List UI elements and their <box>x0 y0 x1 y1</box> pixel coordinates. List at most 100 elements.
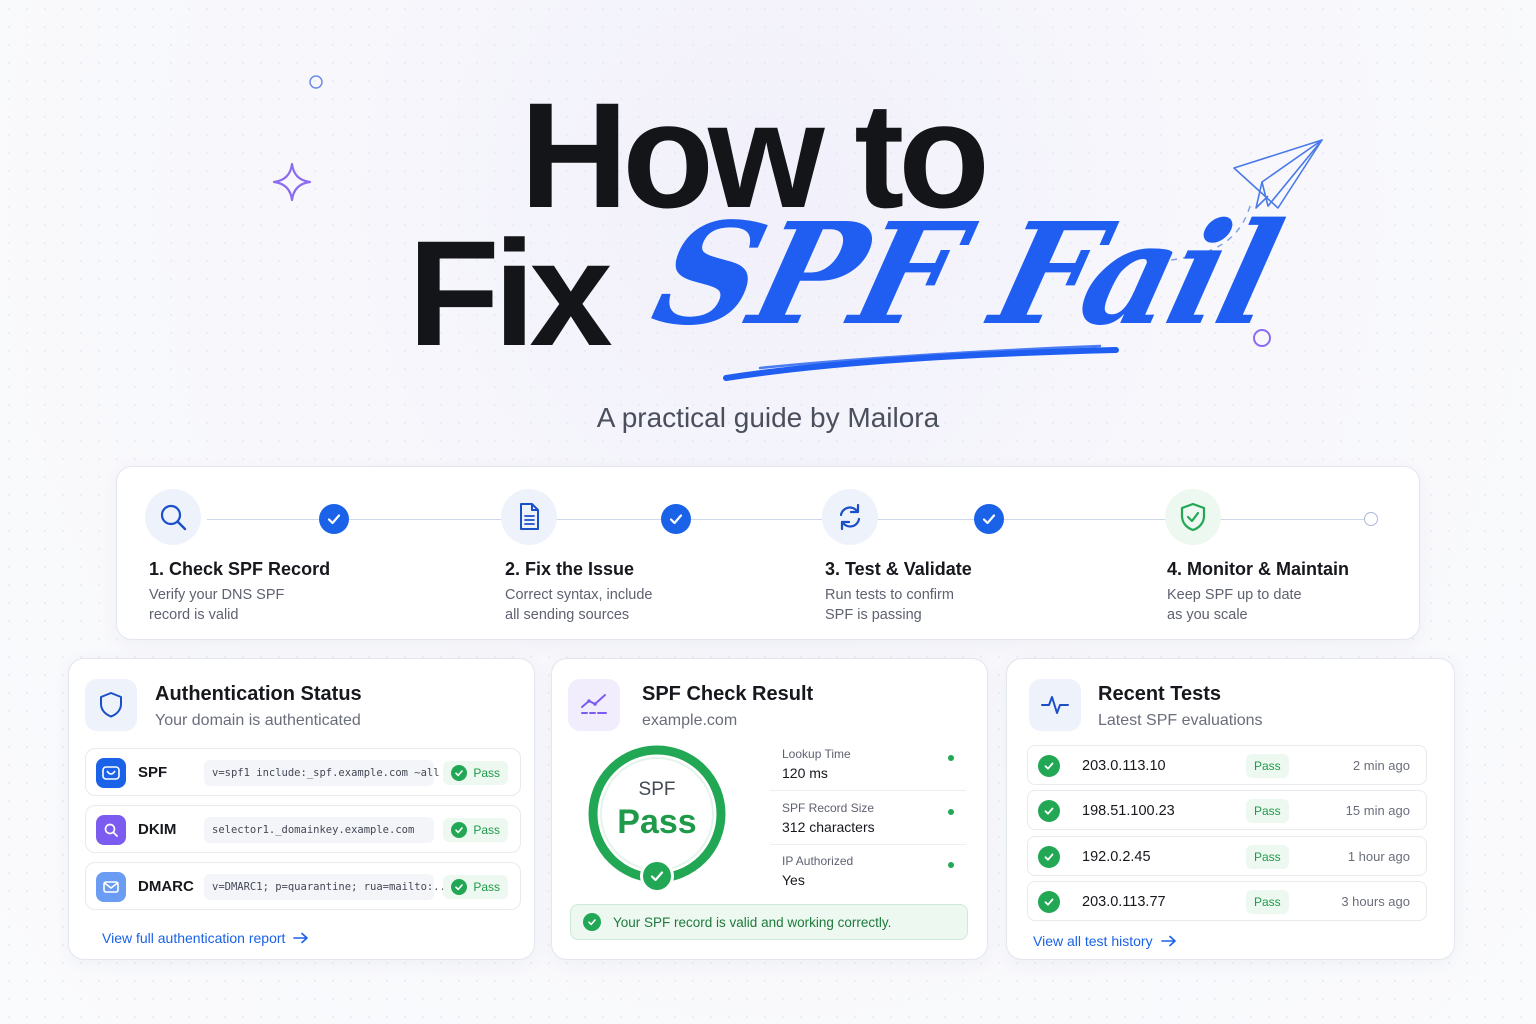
auth-row-dkim[interactable]: DKIM selector1._domainkey.example.com Pa… <box>85 805 521 853</box>
check-circle-icon <box>1038 846 1060 868</box>
gauge-value: Pass <box>617 803 697 841</box>
card-subtitle: Latest SPF evaluations <box>1098 712 1263 729</box>
check-circle-icon <box>451 822 468 838</box>
card-title: Recent Tests <box>1098 683 1222 705</box>
auth-record-value: v=spf1 include:_spf.example.com ~all <box>204 760 440 786</box>
spf-badge-icon <box>96 758 126 788</box>
test-time: 15 min ago <box>1345 803 1410 818</box>
step-4-icon <box>1165 489 1221 545</box>
auth-name: DMARC <box>138 878 194 895</box>
sparkle-icon <box>272 162 312 202</box>
dmarc-badge-icon <box>96 872 126 902</box>
card-icon-container <box>1029 679 1081 731</box>
step-4-pending-indicator <box>1364 512 1378 526</box>
test-row[interactable]: 192.0.2.45 Pass 1 hour ago <box>1027 836 1427 876</box>
card-subtitle: example.com <box>642 712 738 729</box>
pulse-icon <box>1041 696 1069 714</box>
auth-row-spf[interactable]: SPF v=spf1 include:_spf.example.com ~all… <box>85 748 521 796</box>
check-circle-icon <box>1038 755 1060 777</box>
circle-decoration-icon <box>309 75 323 89</box>
test-row[interactable]: 198.51.100.23 Pass 15 min ago <box>1027 790 1427 830</box>
shield-icon <box>100 692 122 718</box>
test-ip: 198.51.100.23 <box>1082 803 1175 819</box>
search-icon <box>160 504 187 531</box>
authentication-status-card: Authentication Status Your domain is aut… <box>68 658 535 960</box>
dkim-badge-icon <box>96 815 126 845</box>
test-time: 3 hours ago <box>1341 894 1410 909</box>
status-badge: Pass <box>1246 890 1289 914</box>
shield-check-icon <box>1180 502 1206 532</box>
auth-row-dmarc[interactable]: DMARC v=DMARC1; p=quarantine; rua=mailto… <box>85 862 521 910</box>
check-circle-icon <box>451 765 468 781</box>
test-ip: 203.0.113.10 <box>1082 758 1166 774</box>
check-circle-icon <box>583 913 601 931</box>
test-row[interactable]: 203.0.113.77 Pass 3 hours ago <box>1027 881 1427 921</box>
steps-connector-line <box>207 519 1371 520</box>
test-ip: 203.0.113.77 <box>1082 894 1166 910</box>
auth-record-value: v=DMARC1; p=quarantine; rua=mailto:... <box>204 874 452 900</box>
status-badge: Pass <box>1246 845 1289 869</box>
card-icon-container <box>85 679 137 731</box>
status-dot-icon <box>948 755 954 761</box>
status-badge: Pass <box>1246 799 1289 823</box>
gauge-label: SPF <box>638 779 676 800</box>
step-3-icon <box>822 489 878 545</box>
card-subtitle: Your domain is authenticated <box>155 712 361 729</box>
metric-ip-authorized: IP Authorized Yes <box>770 846 966 898</box>
paper-plane-icon <box>1153 139 1323 263</box>
arrow-right-icon <box>1160 935 1176 947</box>
check-circle-icon <box>1038 891 1060 913</box>
document-icon <box>520 503 539 530</box>
view-test-history-link[interactable]: View all test history <box>1033 933 1177 949</box>
status-badge: Pass <box>443 761 508 785</box>
step-2-title: 2. Fix the Issue <box>505 559 635 579</box>
hero-title-fix: Fix <box>408 209 613 377</box>
brush-underline <box>723 344 1119 381</box>
metric-record-size: SPF Record Size 312 characters <box>770 793 966 845</box>
test-row[interactable]: 203.0.113.10 Pass 2 min ago <box>1027 745 1427 785</box>
step-1-icon <box>145 489 201 545</box>
status-badge: Pass <box>443 818 508 842</box>
status-dot-icon <box>948 862 954 868</box>
step-2-icon <box>501 489 557 545</box>
step-4-title: 4. Monitor & Maintain <box>1167 559 1349 579</box>
step-2-check-icon <box>661 504 691 534</box>
card-title: SPF Check Result <box>642 683 814 705</box>
auth-name: SPF <box>138 764 168 781</box>
spf-check-result-card: SPF Check Result example.com SPF Pass Lo… <box>551 658 988 960</box>
step-3-title: 3. Test & Validate <box>825 559 972 579</box>
gauge-check-icon <box>640 859 674 893</box>
recent-tests-card: Recent Tests Latest SPF evaluations 203.… <box>1006 658 1455 960</box>
check-circle-icon <box>1038 800 1060 822</box>
card-icon-container <box>568 679 620 731</box>
card-title: Authentication Status <box>155 683 362 705</box>
check-circle-icon <box>451 879 468 895</box>
status-badge: Pass <box>443 875 508 899</box>
status-dot-icon <box>948 809 954 815</box>
refresh-icon <box>839 503 861 531</box>
test-ip: 192.0.2.45 <box>1082 849 1151 865</box>
step-1-check-icon <box>319 504 349 534</box>
trend-chart-icon <box>581 694 607 714</box>
metric-lookup-time: Lookup Time 120 ms <box>770 739 966 791</box>
auth-name: DKIM <box>138 821 177 838</box>
valid-record-banner: Your SPF record is valid and working cor… <box>570 904 968 940</box>
arrow-right-icon <box>293 932 309 944</box>
hero-title-line1: How to <box>520 71 990 239</box>
hero-subtitle: A practical guide by Mailora <box>596 402 940 433</box>
step-3-check-icon <box>974 504 1004 534</box>
test-time: 2 min ago <box>1352 758 1410 773</box>
view-auth-report-link[interactable]: View full authentication report <box>102 930 309 946</box>
status-badge: Pass <box>1246 754 1289 778</box>
hero-title-brush-text: SPF Fail <box>639 193 1292 357</box>
spf-pass-gauge: SPF Pass <box>586 743 728 893</box>
test-time: 1 hour ago <box>1347 849 1410 864</box>
circle-decoration-icon <box>1253 329 1271 347</box>
step-1-title: 1. Check SPF Record <box>149 559 331 579</box>
auth-record-value: selector1._domainkey.example.com <box>204 817 434 843</box>
